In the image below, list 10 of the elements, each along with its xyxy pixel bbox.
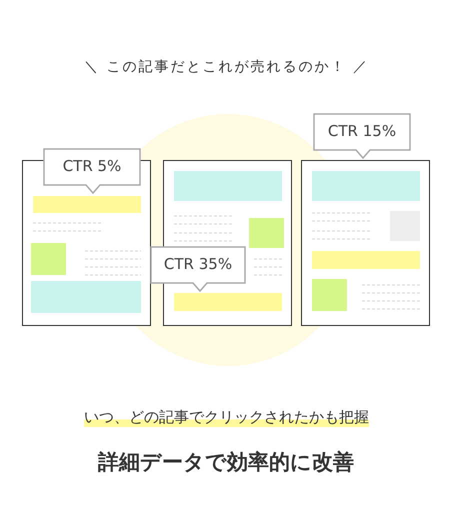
ctr-text: CTR 15%: [326, 121, 398, 142]
subheading-text: いつ、どの記事でクリックされたかも把握: [84, 408, 369, 427]
ctr-text: CTR 35%: [162, 254, 234, 275]
callout-bubble: [313, 113, 411, 159]
headline-text: 詳細データで効率的に改善: [98, 449, 354, 476]
article-page: [301, 160, 430, 326]
callout-bubble: [150, 246, 246, 292]
exclamation-text: ＼ この記事だとこれが売れるのか！ ／: [84, 58, 369, 76]
ctr-text: CTR 5%: [62, 156, 122, 177]
callout-bubble: [43, 148, 141, 194]
